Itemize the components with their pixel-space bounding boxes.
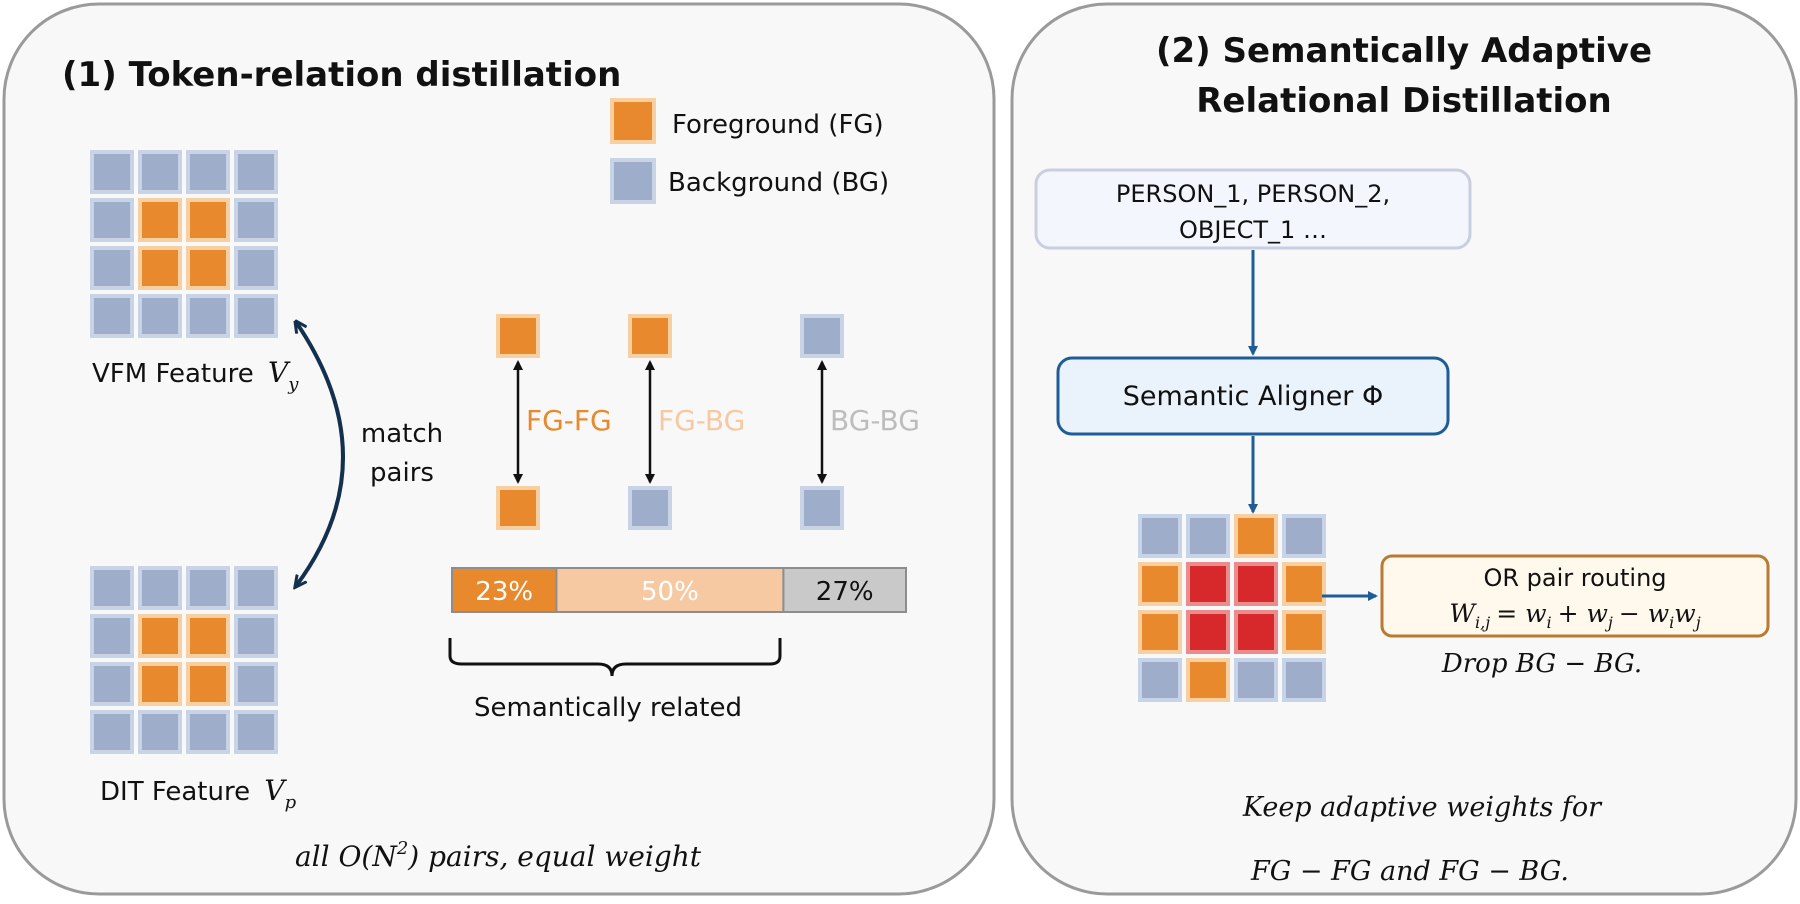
grid-cell-foreground xyxy=(1186,658,1230,702)
keep-weights-line1: Keep adaptive weights for xyxy=(1242,792,1603,823)
grid-cell-background xyxy=(90,150,134,194)
grid-cell-background xyxy=(186,294,230,338)
semantic-aligner-label: Semantic Aligner Φ xyxy=(1123,381,1384,412)
grid-cell-background xyxy=(1186,514,1230,558)
pair-share-bar: 23% 50% 27% xyxy=(451,567,907,613)
pair-label: BG-BG xyxy=(830,404,920,437)
grid-cell-foreground xyxy=(186,246,230,290)
grid-cell-background xyxy=(90,710,134,754)
bar-segment-label: 50% xyxy=(641,577,699,607)
grid-cell-background xyxy=(90,566,134,610)
grid-cell-background xyxy=(138,150,182,194)
pair-bottom-token xyxy=(628,486,672,530)
grid-cell-background xyxy=(90,614,134,658)
grid-cell-background xyxy=(90,198,134,242)
grid-cell-foreground xyxy=(138,198,182,242)
grid-cell-foreground xyxy=(1282,610,1326,654)
grid-cell-strong-foreground xyxy=(1234,562,1278,606)
grid-cell-foreground xyxy=(186,614,230,658)
semantic-bracket-label: Semantically related xyxy=(474,693,742,723)
pair-top-token xyxy=(800,314,844,358)
left-footer: all O(N2) pairs, equal weight xyxy=(295,838,702,873)
grid-cell-background xyxy=(234,246,278,290)
grid-cell-foreground xyxy=(1282,562,1326,606)
pair-label: FG-BG xyxy=(658,404,745,437)
grid-cell-foreground xyxy=(138,614,182,658)
or-pair-routing-box xyxy=(1380,554,1770,638)
grid-cell-background xyxy=(1138,658,1182,702)
pair-top-token xyxy=(628,314,672,358)
grid-cell-background xyxy=(234,614,278,658)
dit-feature-label: DIT Feature Vp xyxy=(100,774,297,813)
match-pairs-label-line2: pairs xyxy=(370,458,434,488)
left-panel: (1) Token-relation distillation Foregrou… xyxy=(2,2,996,896)
grid-cell-background xyxy=(1234,658,1278,702)
grid-cell-background xyxy=(234,150,278,194)
bar-segment xyxy=(451,567,558,613)
legend-fg-label: Foreground (FG) xyxy=(672,110,884,140)
grid-cell-strong-foreground xyxy=(1234,610,1278,654)
grid-cell-foreground xyxy=(186,662,230,706)
legend-bg-label: Background (BG) xyxy=(668,168,889,198)
grid-cell-background xyxy=(1282,658,1326,702)
semantic-aligner-box xyxy=(1056,356,1450,436)
grid-cell-background xyxy=(234,294,278,338)
grid-cell-strong-foreground xyxy=(1186,610,1230,654)
right-panel-frame xyxy=(1010,2,1798,896)
vfm-feature-grid xyxy=(90,150,278,338)
grid-cell-strong-foreground xyxy=(1186,562,1230,606)
bar-segment-label: 23% xyxy=(475,577,533,607)
grid-cell-foreground xyxy=(138,662,182,706)
grid-cell-foreground xyxy=(186,198,230,242)
grid-cell-background xyxy=(186,150,230,194)
drop-bg-bg-text: Drop BG − BG. xyxy=(1441,649,1642,679)
grid-cell-background xyxy=(234,710,278,754)
bar-segment xyxy=(555,567,785,613)
entity-prompt-line2: OBJECT_1 … xyxy=(1179,216,1327,244)
bar-segment-label: 27% xyxy=(816,577,874,607)
grid-cell-background xyxy=(138,566,182,610)
keep-weights-line2: FG − FG and FG − BG. xyxy=(1250,856,1569,887)
or-pair-routing-title: OR pair routing xyxy=(1483,564,1666,592)
legend: Foreground (FG) Background (BG) xyxy=(610,98,889,204)
grid-cell-background xyxy=(90,246,134,290)
right-panel-title-line2: Relational Distillation xyxy=(1196,81,1612,121)
right-panel: (2) Semantically Adaptive Relational Dis… xyxy=(1010,2,1798,896)
pair-bottom-token xyxy=(800,486,844,530)
adaptive-weight-grid xyxy=(1138,514,1326,702)
right-panel-title-line1: (2) Semantically Adaptive xyxy=(1156,31,1652,71)
match-pairs-label-line1: match xyxy=(361,419,443,449)
grid-cell-background xyxy=(234,662,278,706)
entity-prompt-line1: PERSON_1, PERSON_2, xyxy=(1116,180,1390,208)
grid-cell-background xyxy=(138,294,182,338)
bar-segment xyxy=(782,567,907,613)
match-pairs-arrow xyxy=(296,322,345,586)
legend-bg-swatch xyxy=(610,158,656,204)
grid-cell-foreground xyxy=(138,246,182,290)
pair-top-token xyxy=(496,314,540,358)
grid-cell-background xyxy=(138,710,182,754)
semantic-bracket xyxy=(448,638,782,677)
grid-cell-background xyxy=(186,710,230,754)
grid-cell-background xyxy=(234,566,278,610)
grid-cell-background xyxy=(1282,514,1326,558)
grid-cell-background xyxy=(1138,514,1182,558)
pair-bottom-token xyxy=(496,486,540,530)
grid-cell-foreground xyxy=(1138,610,1182,654)
pair-label: FG-FG xyxy=(526,404,612,437)
dit-feature-grid xyxy=(90,566,278,754)
left-panel-title: (1) Token-relation distillation xyxy=(62,55,621,95)
pair-types: FG-FG FG-BG BG-BG xyxy=(496,314,920,530)
grid-cell-foreground xyxy=(1234,514,1278,558)
legend-fg-swatch xyxy=(610,98,656,144)
entity-prompt-box xyxy=(1034,168,1472,250)
grid-cell-background xyxy=(90,294,134,338)
grid-cell-background xyxy=(90,662,134,706)
grid-cell-background xyxy=(234,198,278,242)
grid-cell-foreground xyxy=(1138,562,1182,606)
or-pair-routing-formula: Wi,j= wi+ wj− wiwj xyxy=(1449,599,1700,632)
grid-cell-background xyxy=(186,566,230,610)
